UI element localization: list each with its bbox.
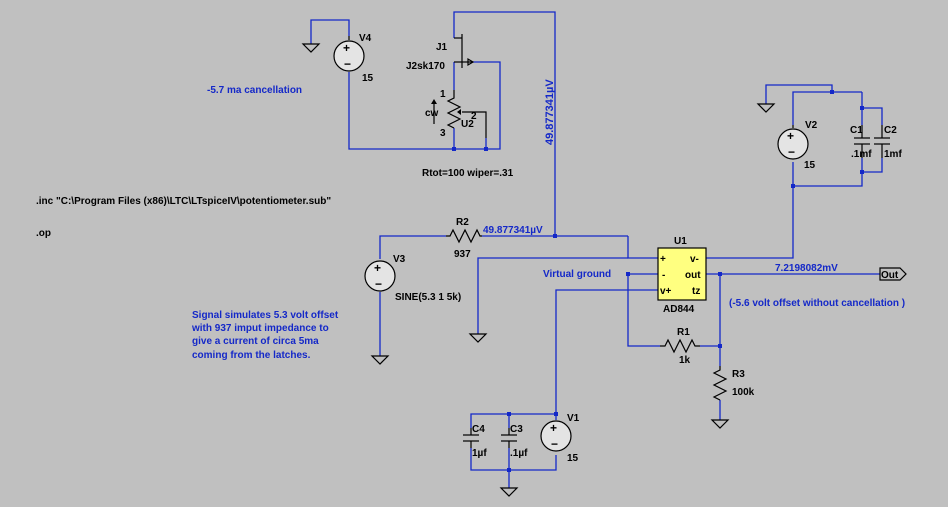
out-flag[interactable]: Out [879,267,907,281]
c2-name: C2 [884,125,897,136]
u1-pin-vplus: v+ [660,286,672,297]
v2-value: 15 [804,160,816,171]
svg-text:−: − [788,145,795,159]
c4-name: C4 [472,424,485,435]
ground-icon [756,103,776,113]
ground-symbols [301,43,776,497]
j1-name: J1 [436,42,448,53]
comment-line: coming from the latches. [192,350,311,361]
v4-name: V4 [359,33,372,44]
u2-params: Rtot=100 wiper=.31 [422,168,514,179]
v2-name: V2 [805,120,818,131]
svg-text:+: + [550,421,557,435]
r1-value: 1k [679,355,691,366]
v2-source[interactable]: + − V2 15 [777,120,818,171]
comment-line: Signal simulates 5.3 volt offset [192,310,339,321]
c3-capacitor[interactable]: C3 .1µf [501,424,528,459]
c2-value: 1mf [884,149,902,160]
svg-text:−: − [375,277,382,291]
u2-pin2: 2 [471,111,477,122]
ground-icon [710,419,730,429]
u2-potentiometer[interactable]: 1 2 3 cw U2 Rtot=100 wiper=.31 [422,89,514,179]
u1-opamp[interactable]: + - v+ v- out tz U1 AD844 [657,236,707,315]
comment-line: with 937 imput impedance to [191,323,329,334]
ground-icon [301,43,321,53]
wires [310,11,883,488]
r2-value: 937 [454,249,471,260]
u1-pin-tz: tz [692,286,700,297]
offset-note: (-5.6 volt offset without cancellation ) [729,298,905,309]
comment-block: Signal simulates 5.3 volt offset with 93… [191,310,339,361]
c4-value: 1µf [472,448,487,459]
c3-value: .1µf [510,448,528,459]
virtual-ground-label: Virtual ground [543,269,611,280]
r2-resistor[interactable]: R2 937 [446,217,482,260]
svg-text:−: − [344,57,351,71]
r3-name: R3 [732,369,745,380]
op-directive: .op [36,228,51,239]
u2-pin3: 3 [440,128,446,139]
ground-icon [468,333,488,343]
u1-value: AD844 [663,304,695,315]
c3-name: C3 [510,424,523,435]
r3-resistor[interactable]: R3 100k [712,366,755,401]
r3-value: 100k [732,387,755,398]
r1-name: R1 [677,327,690,338]
comment-line: give a current of circa 5ma [192,336,319,347]
v4-source[interactable]: + − V4 15 [333,33,374,84]
svg-text:+: + [787,129,794,143]
c1-capacitor[interactable]: C1 .1mf [850,125,872,160]
c4-capacitor[interactable]: C4 1µf [463,424,487,459]
inc-directive: .inc "C:\Program Files (x86)\LTC\LTspice… [36,196,331,207]
u2-cw-label: cw [425,108,439,119]
v1-name: V1 [567,413,580,424]
v1-value: 15 [567,453,579,464]
ground-icon [370,355,390,365]
u1-pin-vminus: v- [690,254,699,265]
v4-value: 15 [362,73,374,84]
cancel-note: -5.7 ma cancellation [207,85,302,96]
r1-resistor[interactable]: R1 1k [660,327,700,366]
v1-source[interactable]: + − V1 15 [540,413,580,464]
v3-name: V3 [393,254,406,265]
r2-name: R2 [456,217,469,228]
c1-name: C1 [850,125,863,136]
junction-dots [452,90,864,472]
ground-icon [499,487,519,497]
u1-pin-out: out [685,270,701,281]
j1-jfet[interactable]: J1 J2sk170 [406,34,475,72]
v3-source[interactable]: + − V3 SINE(5.3 1 5k) [364,254,461,303]
out-flag-label: Out [881,270,899,281]
svg-text:+: + [343,41,350,55]
u1-pin-plus: + [660,254,666,265]
u1-name: U1 [674,236,687,247]
vertical-voltage-label: 49.877341µV [544,79,556,145]
svg-text:−: − [551,437,558,451]
v3-value: SINE(5.3 1 5k) [395,292,461,303]
c2-capacitor[interactable]: C2 1mf [874,125,902,160]
svg-text:+: + [374,261,381,275]
u2-name: U2 [461,119,474,130]
r2-node-voltage: 49.877341µV [483,225,543,236]
u1-pin-minus: - [662,270,665,281]
out-node-voltage: 7.2198082mV [775,263,838,274]
c1-value: .1mf [851,149,872,160]
j1-value: J2sk170 [406,61,445,72]
u2-pin1: 1 [440,89,446,100]
